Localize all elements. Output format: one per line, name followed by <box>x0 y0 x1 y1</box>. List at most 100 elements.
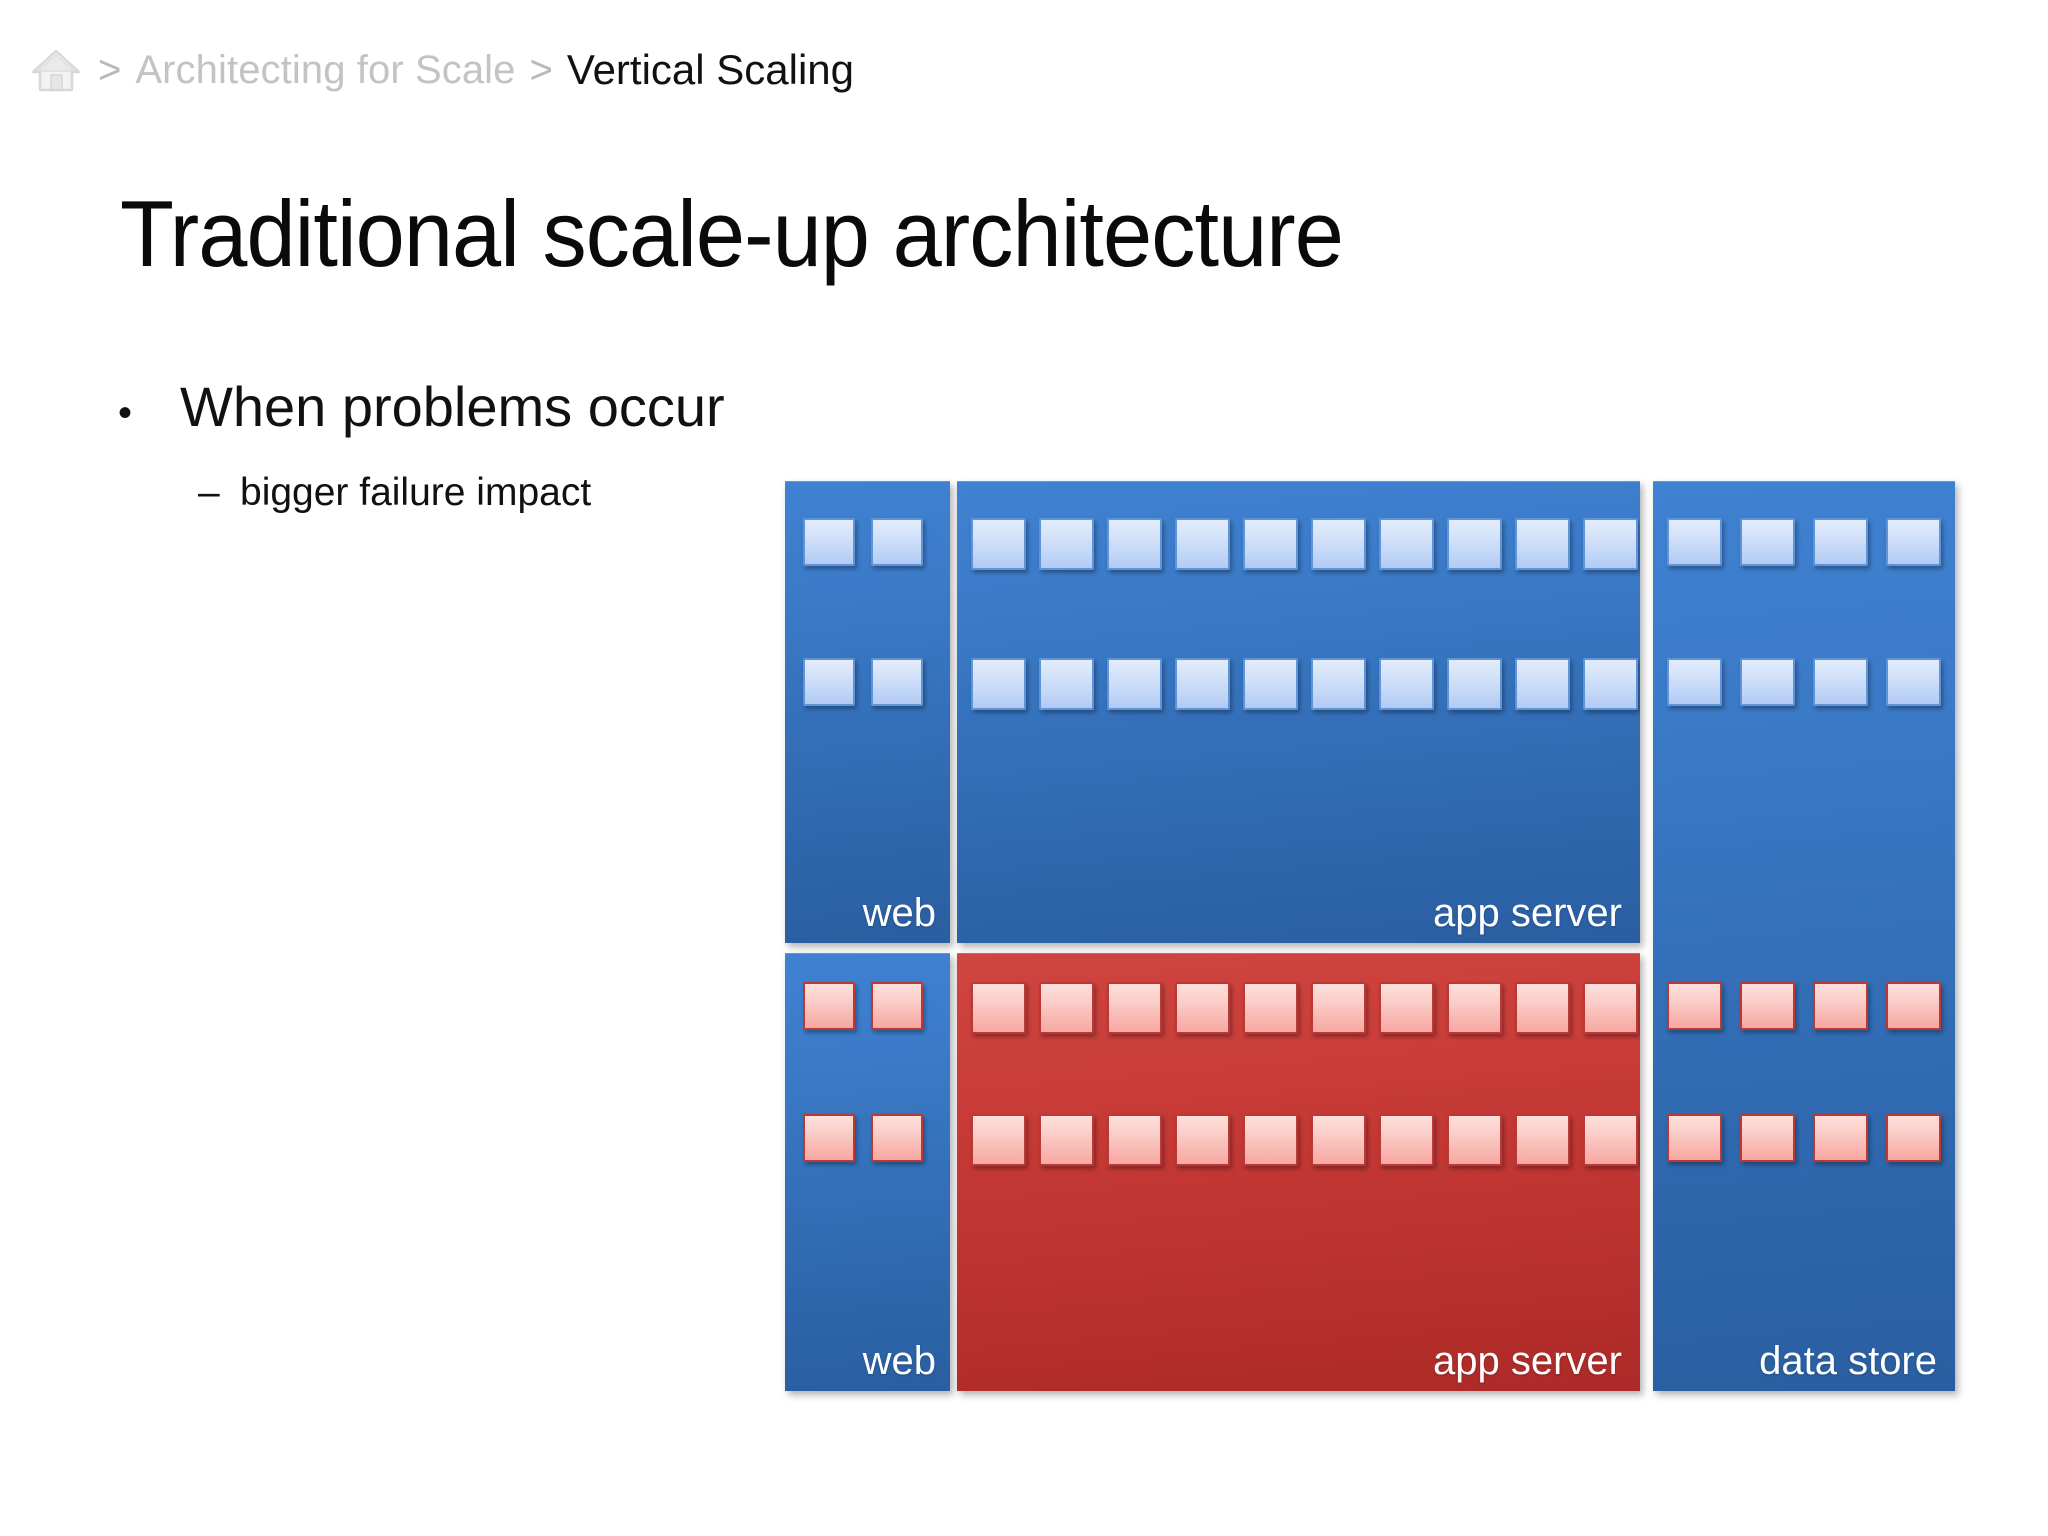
app-server-tier-top-panel[interactable]: app server <box>957 481 1640 943</box>
server-chip-failed[interactable] <box>1243 982 1298 1034</box>
app-server-tier-bottom-panel[interactable]: app server <box>957 953 1640 1391</box>
server-chip[interactable] <box>1740 518 1795 566</box>
tier-column-app-server: app server <box>957 481 1640 1391</box>
chip-row <box>957 518 1640 570</box>
server-chip[interactable] <box>1107 518 1162 570</box>
server-chip-failed[interactable] <box>1175 1114 1230 1166</box>
tier-column-data-store: data store <box>1653 481 1955 1391</box>
tier-column-web: web web <box>785 481 950 1391</box>
server-chip[interactable] <box>1813 658 1868 706</box>
bullet-level1-text: When problems occur <box>180 375 725 438</box>
server-chip-failed[interactable] <box>1667 1114 1722 1162</box>
web-tier-top-panel[interactable]: web <box>785 481 950 943</box>
breadcrumb-current: Vertical Scaling <box>566 46 855 93</box>
server-chip[interactable] <box>1583 658 1638 710</box>
server-chip[interactable] <box>1243 518 1298 570</box>
server-chip[interactable] <box>803 658 855 706</box>
chip-row <box>785 518 950 566</box>
chip-row <box>1653 518 1955 566</box>
chip-row <box>957 1114 1640 1166</box>
server-chip-failed[interactable] <box>1813 982 1868 1030</box>
chip-row <box>785 1114 950 1162</box>
server-chip-failed[interactable] <box>1039 1114 1094 1166</box>
server-chip-failed[interactable] <box>1107 1114 1162 1166</box>
server-chip-failed[interactable] <box>1583 1114 1638 1166</box>
chip-row <box>1653 658 1955 706</box>
server-chip-failed[interactable] <box>1107 982 1162 1034</box>
server-chip-failed[interactable] <box>1667 982 1722 1030</box>
server-chip[interactable] <box>1667 658 1722 706</box>
server-chip[interactable] <box>1813 518 1868 566</box>
server-chip-failed[interactable] <box>1515 982 1570 1034</box>
page-title: Traditional scale-up architecture <box>120 181 1344 286</box>
server-chip-failed[interactable] <box>1886 1114 1941 1162</box>
breadcrumb-separator-1: > <box>98 48 122 92</box>
server-chip-failed[interactable] <box>1515 1114 1570 1166</box>
server-chip-failed[interactable] <box>871 1114 923 1162</box>
data-store-tier-panel[interactable]: data store <box>1653 481 1955 1391</box>
server-chip-failed[interactable] <box>1447 1114 1502 1166</box>
app-server-tier-top-label: app server <box>1433 891 1622 935</box>
server-chip[interactable] <box>1243 658 1298 710</box>
server-chip-failed[interactable] <box>1175 982 1230 1034</box>
server-chip[interactable] <box>1039 518 1094 570</box>
server-chip-failed[interactable] <box>803 1114 855 1162</box>
server-chip[interactable] <box>1583 518 1638 570</box>
server-chip[interactable] <box>971 518 1026 570</box>
server-chip[interactable] <box>1311 658 1366 710</box>
server-chip-failed[interactable] <box>1039 982 1094 1034</box>
chip-row <box>1653 982 1955 1030</box>
server-chip[interactable] <box>1515 518 1570 570</box>
server-chip-failed[interactable] <box>1886 982 1941 1030</box>
bullet-level2-text: bigger failure impact <box>240 471 592 514</box>
server-chip[interactable] <box>803 518 855 566</box>
chip-row <box>957 658 1640 710</box>
chip-row <box>957 982 1640 1034</box>
server-chip[interactable] <box>871 518 923 566</box>
server-chip[interactable] <box>1107 658 1162 710</box>
architecture-diagram: web web <box>785 481 1965 1391</box>
server-chip-failed[interactable] <box>1447 982 1502 1034</box>
server-chip-failed[interactable] <box>1379 982 1434 1034</box>
server-chip-failed[interactable] <box>1740 982 1795 1030</box>
server-chip[interactable] <box>1515 658 1570 710</box>
server-chip-failed[interactable] <box>1243 1114 1298 1166</box>
server-chip[interactable] <box>871 658 923 706</box>
data-store-tier-label: data store <box>1759 1339 1937 1383</box>
server-chip-failed[interactable] <box>1583 982 1638 1034</box>
chip-row <box>785 982 950 1030</box>
sub-bullet-marker: – <box>198 471 220 514</box>
server-chip-failed[interactable] <box>971 982 1026 1034</box>
server-chip[interactable] <box>1447 518 1502 570</box>
server-chip-failed[interactable] <box>1311 1114 1366 1166</box>
server-chip[interactable] <box>1379 658 1434 710</box>
home-icon[interactable] <box>28 42 84 98</box>
server-chip[interactable] <box>1311 518 1366 570</box>
server-chip[interactable] <box>1175 658 1230 710</box>
chip-row <box>785 658 950 706</box>
web-tier-bottom-panel[interactable]: web <box>785 953 950 1391</box>
server-chip[interactable] <box>1667 518 1722 566</box>
bullet-level1: • When problems occur <box>118 374 725 439</box>
server-chip[interactable] <box>1175 518 1230 570</box>
server-chip-failed[interactable] <box>971 1114 1026 1166</box>
server-chip[interactable] <box>1886 518 1941 566</box>
server-chip[interactable] <box>1886 658 1941 706</box>
server-chip-failed[interactable] <box>803 982 855 1030</box>
web-tier-top-label: web <box>862 891 936 935</box>
bullet-level2: – bigger failure impact <box>198 471 591 515</box>
server-chip-failed[interactable] <box>1740 1114 1795 1162</box>
server-chip-failed[interactable] <box>1813 1114 1868 1162</box>
server-chip[interactable] <box>1379 518 1434 570</box>
server-chip[interactable] <box>1740 658 1795 706</box>
web-tier-bottom-label: web <box>862 1339 936 1383</box>
breadcrumb: > Architecting for Scale > Vertical Scal… <box>28 38 854 102</box>
server-chip-failed[interactable] <box>871 982 923 1030</box>
server-chip[interactable] <box>971 658 1026 710</box>
server-chip[interactable] <box>1447 658 1502 710</box>
breadcrumb-separator-2: > <box>529 48 553 92</box>
server-chip-failed[interactable] <box>1311 982 1366 1034</box>
server-chip-failed[interactable] <box>1379 1114 1434 1166</box>
breadcrumb-parent[interactable]: Architecting for Scale <box>135 48 516 92</box>
server-chip[interactable] <box>1039 658 1094 710</box>
